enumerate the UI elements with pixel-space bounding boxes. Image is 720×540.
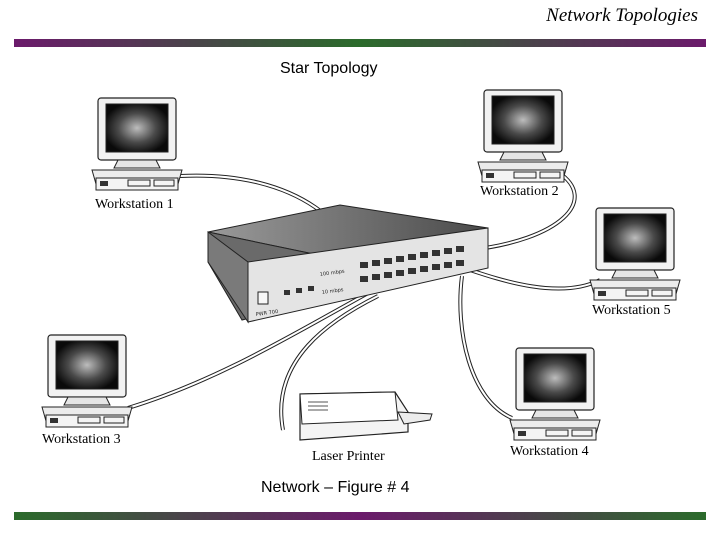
hub-speed-100-label: 100 mbps <box>319 269 345 278</box>
workstation-1-label: Workstation 1 <box>95 197 174 212</box>
workstation-2-label: Workstation 2 <box>480 184 559 199</box>
top-divider-bar <box>14 39 706 47</box>
workstation-5-label: Workstation 5 <box>592 303 671 318</box>
laser-printer-label: Laser Printer <box>312 449 385 464</box>
workstation-4-computer-icon <box>509 347 601 441</box>
bottom-divider-bar <box>14 512 706 520</box>
laser-printer-icon <box>299 391 433 441</box>
page-title: Network Topologies <box>546 5 698 26</box>
workstation-3-computer-icon <box>41 334 133 428</box>
hub-power-label: PWR 700 <box>255 309 278 318</box>
workstation-3-label: Workstation 3 <box>42 432 121 447</box>
workstation-2-computer-icon <box>477 89 569 183</box>
workstation-1-computer-icon <box>91 97 183 191</box>
figure-caption: Network – Figure # 4 <box>261 479 410 496</box>
hub-switch: 100 mbps 10 mbps PWR 700 <box>207 204 489 324</box>
workstation-4-label: Workstation 4 <box>510 444 589 459</box>
diagram-subtitle: Star Topology <box>280 60 378 77</box>
workstation-5-computer-icon <box>589 207 681 301</box>
hub-speed-10-label: 10 mbps <box>321 287 344 296</box>
